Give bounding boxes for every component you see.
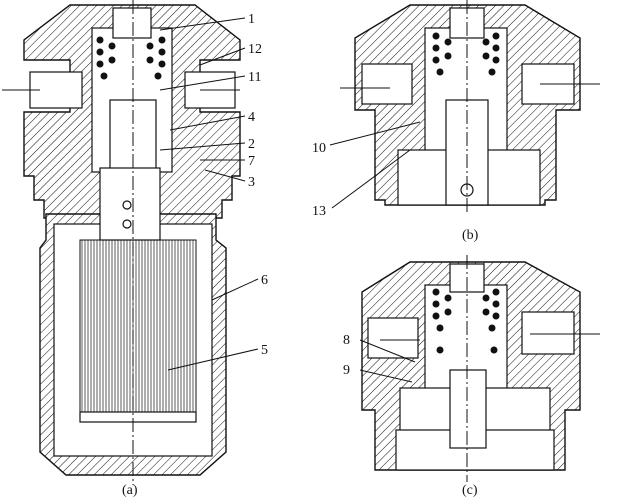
label-11: 11 bbox=[248, 70, 261, 85]
caption-b: (b) bbox=[462, 228, 479, 243]
label-8: 8 bbox=[343, 333, 350, 348]
spring-balls-a bbox=[96, 36, 166, 80]
label-5: 5 bbox=[261, 343, 268, 358]
view-c: 8 9 (c) bbox=[343, 255, 600, 498]
view-a: 1 12 11 4 2 7 3 6 5 (a) bbox=[2, 0, 268, 498]
spring-balls-c bbox=[432, 288, 500, 354]
spring-balls-b bbox=[432, 32, 500, 76]
label-13: 13 bbox=[312, 204, 326, 219]
outlet-port-c bbox=[521, 311, 575, 355]
inlet-port-b bbox=[361, 63, 413, 105]
label-2: 2 bbox=[248, 137, 255, 152]
filter-element-a bbox=[79, 239, 197, 413]
caption-a: (a) bbox=[122, 483, 138, 498]
label-10: 10 bbox=[312, 141, 326, 156]
caption-c: (c) bbox=[462, 483, 478, 498]
inlet-port-c bbox=[367, 317, 419, 359]
view-b: 10 13 (b) bbox=[312, 0, 600, 243]
label-7: 7 bbox=[248, 154, 255, 169]
label-4: 4 bbox=[248, 110, 255, 125]
label-1: 1 bbox=[248, 12, 255, 27]
label-12: 12 bbox=[248, 42, 262, 57]
element-end-cap-a bbox=[79, 411, 197, 423]
label-9: 9 bbox=[343, 363, 350, 378]
valve-spool-c bbox=[449, 369, 487, 449]
label-3: 3 bbox=[248, 175, 255, 190]
valve-stem-top-a bbox=[112, 7, 152, 39]
label-6: 6 bbox=[261, 273, 268, 288]
